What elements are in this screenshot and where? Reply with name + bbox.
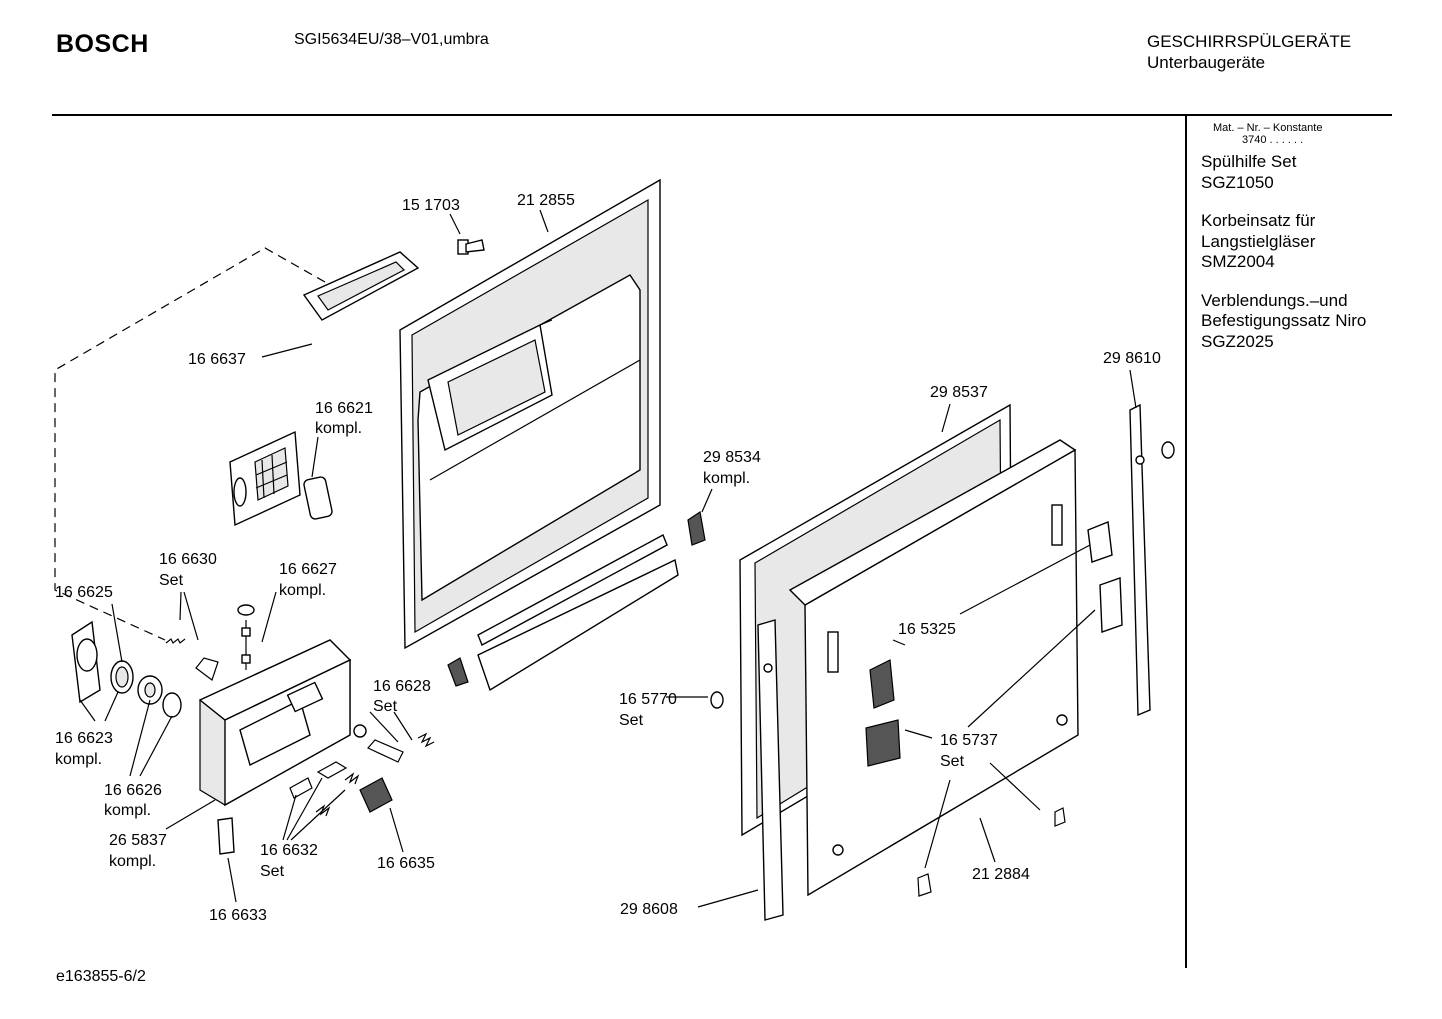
part-label: kompl.: [315, 420, 362, 437]
part-label: kompl.: [55, 751, 102, 768]
part-label: 15 1703: [402, 197, 460, 214]
part-label: Set: [619, 712, 644, 729]
part-label: 16 5737: [940, 732, 998, 749]
part-label: Set: [260, 863, 285, 880]
sidebar-divider: [1185, 116, 1187, 968]
side-rail-left: [757, 619, 784, 921]
part-label: 26 5837: [109, 832, 167, 849]
part-label: Set: [940, 753, 965, 770]
material-number-value: 3740 . . . . . .: [1242, 134, 1304, 146]
part-label: 16 6623: [55, 730, 113, 747]
part-label: 16 6628: [373, 678, 431, 695]
part-label: 16 6621: [315, 400, 373, 417]
valve-part: [237, 604, 255, 670]
accessory-line: Langstielgläser: [1201, 231, 1316, 251]
part-label: 16 6625: [55, 584, 113, 601]
outer-door-panel: [788, 439, 1123, 897]
accessory-item: Spülhilfe Set SGZ1050: [1201, 152, 1366, 193]
spring-part: [165, 638, 219, 681]
part-label: Set: [159, 572, 184, 589]
accessory-item: Korbeinsatz für Langstielgläser SMZ2004: [1201, 211, 1366, 273]
assembly-guide-line: [54, 247, 326, 641]
dispenser-housing: [198, 639, 352, 807]
part-label: 21 2884: [972, 866, 1030, 883]
cap-part: [710, 691, 724, 709]
part-label: 29 8608: [620, 901, 678, 918]
part-label: 16 5325: [898, 621, 956, 638]
part-label: 29 8537: [930, 384, 988, 401]
drawing-code: e163855-6/2: [56, 968, 146, 985]
model-number: SGI5634EU/38–V01,umbra: [294, 31, 489, 48]
category-subtitle: Unterbaugeräte: [1147, 53, 1266, 72]
part-label: 16 6627: [279, 561, 337, 578]
part-label: 16 6635: [377, 855, 435, 872]
part-labels: 15 1703 21 2855 16 6637 16 6621 kompl. 2…: [55, 192, 1161, 924]
side-rail-right: [1129, 403, 1175, 717]
part-label: 29 8610: [1103, 350, 1161, 367]
seal-frame: [302, 251, 420, 321]
part-label: 21 2855: [517, 192, 575, 209]
part-label: kompl.: [703, 470, 750, 487]
part-label: 16 5770: [619, 691, 677, 708]
accessory-line: Korbeinsatz für: [1201, 211, 1316, 230]
accessory-item: Verblendungs.–und Befestigungssatz Niro …: [1201, 291, 1366, 353]
category-title: GESCHIRRSPÜLGERÄTE: [1147, 32, 1352, 51]
part-label: 16 6633: [209, 907, 267, 924]
accessory-line: Spülhilfe Set: [1201, 152, 1297, 171]
part-label: 16 6637: [188, 351, 246, 368]
dispenser-lid-parts: [71, 620, 182, 718]
door-strip: [447, 510, 706, 692]
accessory-line: SGZ1050: [1201, 172, 1274, 192]
accessory-sidebar: Mat. – Nr. – Konstante 3740 . . . . . . …: [1201, 122, 1366, 370]
part-label: 16 6630: [159, 551, 217, 568]
accessory-line: SGZ2025: [1201, 331, 1274, 351]
dispenser-small-parts: [217, 724, 435, 855]
leader-lines: [79, 209, 1137, 908]
part-label: Set: [373, 698, 398, 715]
part-label: kompl.: [279, 582, 326, 599]
accessory-line: Befestigungssatz Niro: [1201, 311, 1367, 330]
part-label: 16 6626: [104, 782, 162, 799]
inner-door-panel: [399, 178, 661, 650]
header-divider: [52, 114, 1392, 116]
brand-logo: BOSCH: [56, 30, 149, 58]
part-label: kompl.: [104, 802, 151, 819]
accessory-line: Verblendungs.–und: [1201, 290, 1348, 310]
accessory-line: SMZ2004: [1201, 252, 1275, 271]
part-label: 16 6632: [260, 842, 318, 859]
part-label: kompl.: [109, 853, 156, 870]
dosing-cover: [229, 430, 333, 527]
material-number-label: Mat. – Nr. – Konstante: [1213, 122, 1323, 134]
part-label: 29 8534: [703, 449, 761, 466]
screw-part: [457, 239, 485, 255]
category-block: GESCHIRRSPÜLGERÄTE Unterbaugeräte: [1147, 31, 1351, 73]
